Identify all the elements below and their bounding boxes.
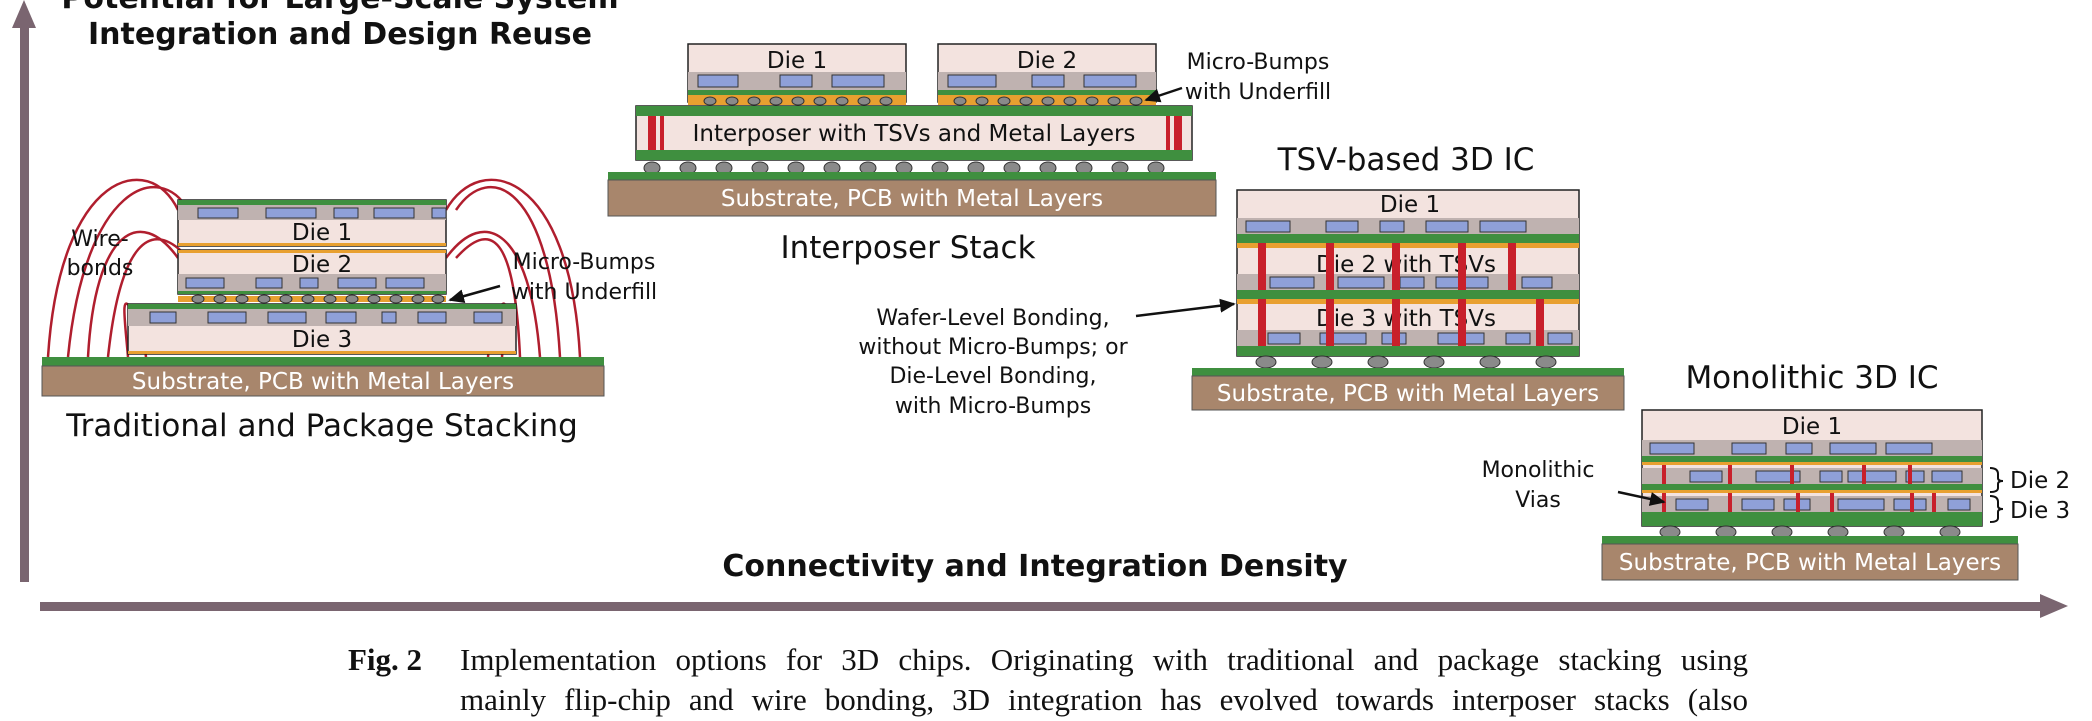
interposer-microbumps — [703, 96, 1143, 106]
tsv-substrate-label: Substrate, PCB with Metal Layers — [1217, 381, 1599, 407]
interposer-die2-label: Die 2 — [1017, 48, 1077, 74]
monolithic-vias-label-line1: Monolithic — [1482, 458, 1595, 483]
tsv-vias — [1258, 243, 1544, 346]
x-axis-title: Connectivity and Integration Density — [722, 549, 1348, 584]
interposer-label: Interposer with TSVs and Metal Layers — [693, 121, 1136, 147]
interposer-microbumps-label-line1: Micro-Bumps — [1187, 50, 1330, 75]
interposer-tsvs — [648, 116, 1182, 150]
tsv-c4-bumps — [1255, 355, 1557, 369]
traditional-microbumps-label-line2: with Underfill — [511, 280, 657, 305]
traditional-die2-label: Die 2 — [292, 252, 352, 278]
traditional-die1-label: Die 1 — [292, 220, 352, 246]
traditional-die3-label: Die 3 — [292, 327, 352, 353]
caption-label: Fig. 2 — [348, 642, 423, 677]
monolithic-3d-stack: Monolithic 3D IC Die 1 — [1482, 360, 2070, 581]
tsv-die1-label: Die 1 — [1380, 192, 1440, 218]
traditional-substrate-label: Substrate, PCB with Metal Layers — [132, 369, 514, 395]
die2-brace — [1989, 467, 2004, 493]
traditional-microbumps-label-line1: Micro-Bumps — [513, 250, 656, 275]
x-axis-line — [40, 602, 2040, 611]
interposer-title: Interposer Stack — [780, 230, 1035, 266]
interposer-die1-label: Die 1 — [767, 48, 827, 74]
tsv-title: TSV-based 3D IC — [1277, 142, 1535, 178]
bonding-label-line3: Die-Level Bonding, — [889, 364, 1096, 389]
traditional-microbumps — [191, 294, 445, 304]
axes — [12, 0, 2068, 618]
monolithic-c4-bumps — [1659, 525, 1961, 539]
wirebonds-label-line2: bonds — [67, 256, 134, 281]
tsv-die3-label: Die 3 with TSVs — [1316, 306, 1496, 332]
interposer-stack: Die 1 Die 2 Interposer with TSVs and Met… — [607, 43, 1331, 266]
monolithic-vias-label-line2: Vias — [1515, 488, 1561, 513]
traditional-microbumps-arrow — [448, 284, 501, 303]
traditional-title: Traditional and Package Stacking — [65, 408, 578, 444]
caption-line1: Implementation options for 3D chips. Ori… — [460, 642, 1748, 677]
monolithic-die2-label: Die 2 — [2010, 468, 2070, 494]
bonding-arrow — [1135, 298, 1236, 318]
wirebonds-label-line1: Wire- — [71, 227, 128, 252]
interposer-microbumps-arrow — [1144, 86, 1183, 103]
die3-brace — [1989, 495, 2004, 523]
bonding-label-line4: with Micro-Bumps — [895, 394, 1091, 419]
x-axis-arrowhead — [2040, 594, 2068, 618]
y-axis-title-line1: Potential for Large-Scale System — [61, 0, 618, 16]
monolithic-die1-label: Die 1 — [1782, 414, 1842, 440]
interposer-substrate-label: Substrate, PCB with Metal Layers — [721, 186, 1103, 212]
tsv-3d-stack: TSV-based 3D IC Die 1 Die 2 with TSVs Di… — [858, 142, 1625, 419]
monolithic-vias-arrow — [1617, 490, 1666, 506]
traditional-stack: Substrate, PCB with Metal Layers Die 3 — [41, 178, 657, 444]
y-axis-line — [20, 22, 29, 582]
tsv-die2-label: Die 2 with TSVs — [1316, 252, 1496, 278]
bonding-label-line1: Wafer-Level Bonding, — [876, 306, 1109, 331]
interposer-microbumps-label-line2: with Underfill — [1185, 80, 1331, 105]
bonding-label-line2: without Micro-Bumps; or — [858, 335, 1128, 360]
monolithic-substrate-label: Substrate, PCB with Metal Layers — [1619, 550, 2001, 576]
y-axis-title-line2: Integration and Design Reuse — [88, 17, 592, 52]
caption-line2: mainly flip-chip and wire bonding, 3D in… — [460, 682, 1748, 717]
monolithic-die3-label: Die 3 — [2010, 498, 2070, 524]
y-axis-arrowhead — [12, 0, 36, 28]
monolithic-title: Monolithic 3D IC — [1685, 360, 1938, 396]
